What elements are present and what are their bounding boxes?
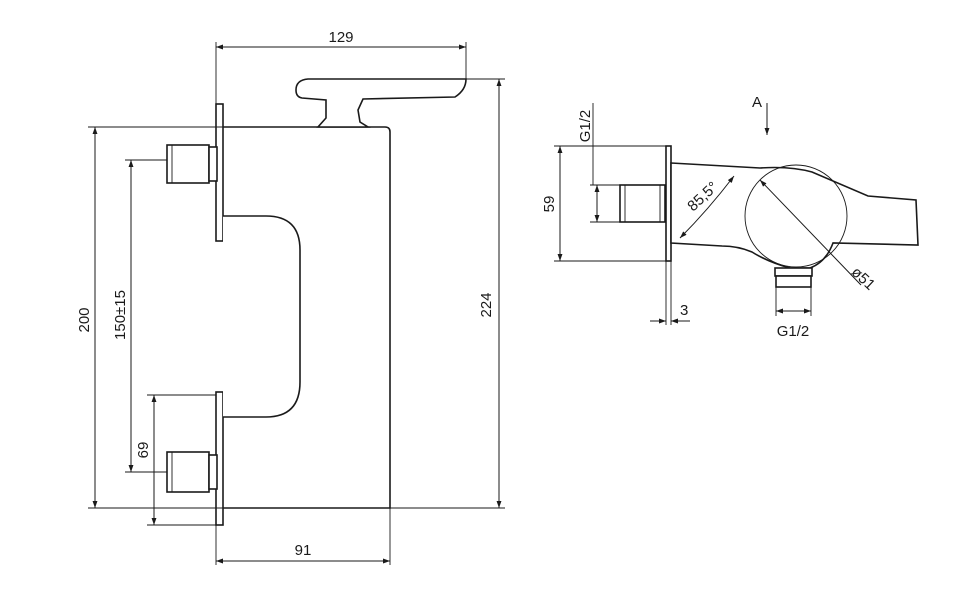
dim-height-body-label: 200 — [76, 307, 93, 332]
dim-wall-plate-label: 3 — [680, 302, 688, 319]
dim-width-bottom-label: 91 — [295, 542, 312, 559]
outlet-thread-label: G1/2 — [777, 323, 810, 340]
dim-centres-label: 150±15 — [112, 290, 129, 340]
dim-height-total-label: 224 — [478, 292, 495, 317]
body-recess — [223, 215, 301, 418]
lever-handle — [295, 78, 467, 128]
side-outlet-connector — [774, 267, 813, 288]
lower-connector — [166, 451, 218, 493]
view-marker-label: A — [752, 94, 762, 111]
dim-inlet-offset-label: 69 — [135, 442, 152, 459]
spout-head-circle — [744, 164, 848, 268]
front-view: 129 91 224 200 150±15 69 — [76, 29, 505, 565]
dim-width-top-label: 129 — [328, 29, 353, 46]
inlet-thread-label: G1/2 — [577, 110, 594, 143]
side-view: A G1/2 59 3 85,5° ø51 G1/2 — [541, 94, 919, 340]
upper-connector — [166, 144, 218, 184]
dim-inlet-height-label: 59 — [541, 196, 558, 213]
side-inlet-connector — [619, 184, 666, 223]
dim-diameter-label: ø51 — [848, 264, 879, 294]
